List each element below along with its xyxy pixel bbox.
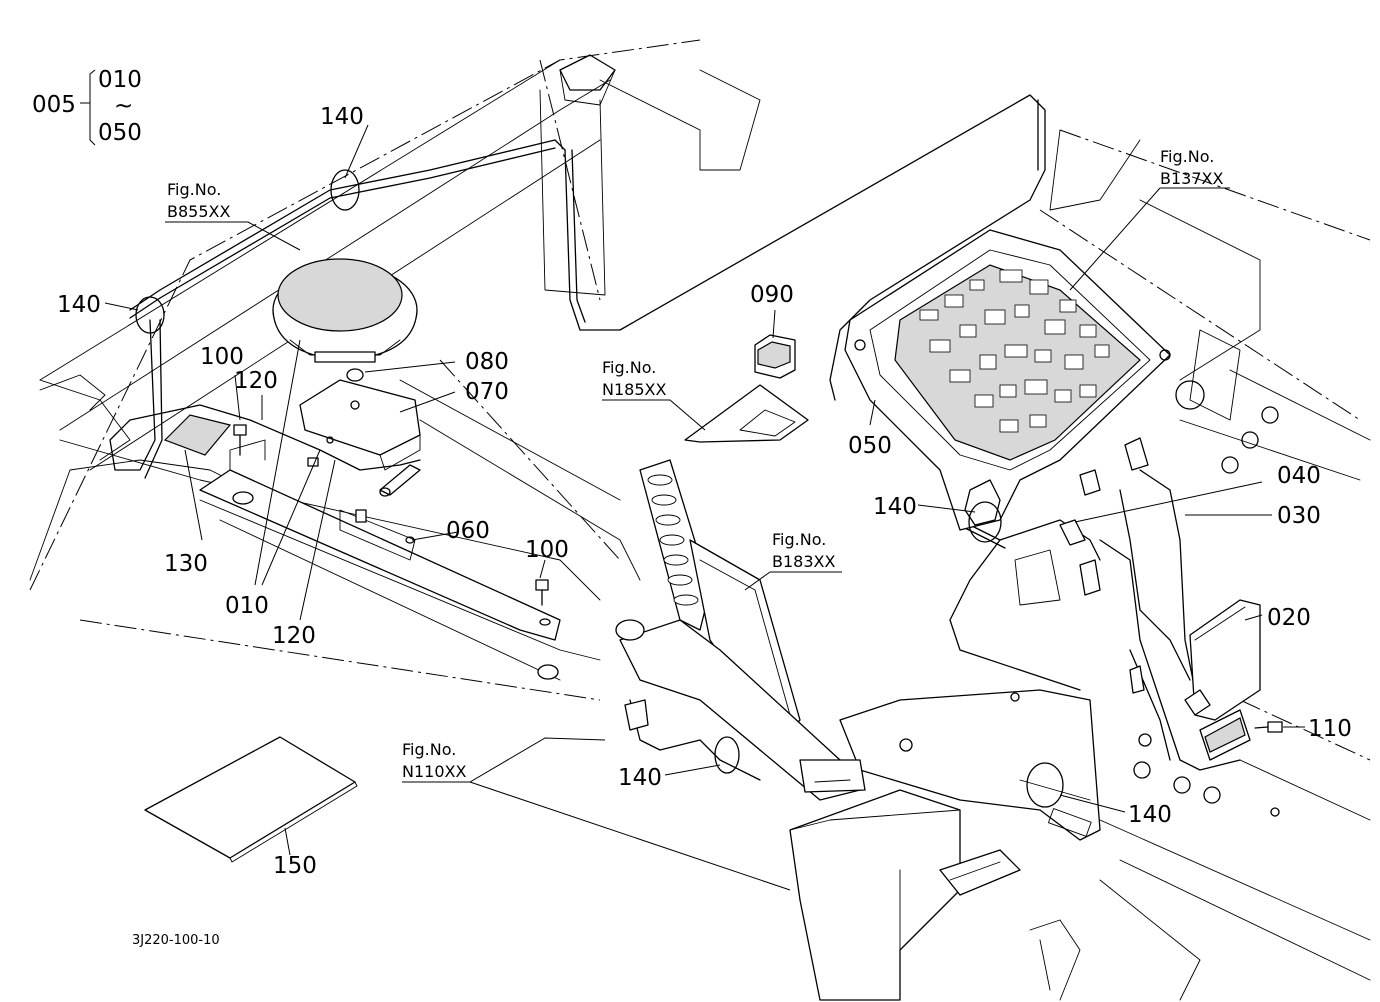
assembly-range: 005 010 ~ 050 (32, 67, 142, 146)
part-020: 020 (1267, 605, 1311, 631)
connectors-040 (964, 437, 1149, 694)
assembly-range-sep: ~ (114, 93, 133, 119)
fig-b137-label: Fig.No. (1160, 147, 1214, 166)
part-040: 040 (1277, 463, 1321, 489)
cable-ties-140 (135, 169, 1064, 808)
fig-n185-code: N185XX (602, 380, 666, 399)
part-140-pedal: 140 (618, 765, 662, 791)
wiring-harness (109, 94, 1241, 781)
part-110: 110 (1308, 716, 1352, 742)
part-120-lower: 120 (272, 623, 316, 649)
part-100-right: 100 (525, 537, 569, 563)
leader-lines (80, 69, 1305, 891)
fig-b137-code: B137XX (1160, 169, 1223, 188)
fig-n110-code: N110XX (402, 762, 466, 781)
bracket-070 (299, 368, 421, 471)
horn-assembly (272, 258, 418, 363)
manual-150 (144, 736, 358, 863)
part-130: 130 (164, 551, 208, 577)
grommets (1133, 380, 1280, 817)
switch-090 (684, 334, 809, 443)
part-070: 070 (465, 379, 509, 405)
pedal-assembly (615, 459, 866, 801)
part-080: 080 (465, 349, 509, 375)
ecu-020 (1184, 599, 1261, 761)
fig-n110-label: Fig.No. (402, 740, 456, 759)
assembly-range-end: 050 (98, 120, 142, 146)
part-100-left: 100 (200, 344, 244, 370)
part-010: 010 (225, 593, 269, 619)
assembly-parent: 005 (32, 92, 76, 118)
fig-n185-label: Fig.No. (602, 358, 656, 377)
drawing-code: 3J220-100-10 (132, 933, 220, 948)
fig-b855-label: Fig.No. (167, 180, 221, 199)
fig-b183-label: Fig.No. (772, 530, 826, 549)
fig-b183-code: B183XX (772, 552, 835, 571)
assembly-range-start: 010 (98, 67, 142, 93)
part-140-top: 140 (320, 104, 364, 130)
part-140-bottom: 140 (1128, 802, 1172, 828)
part-090: 090 (750, 282, 794, 308)
bolts (233, 424, 1283, 733)
part-120-upper: 120 (234, 368, 278, 394)
part-number-labels: 140 140 100 120 130 010 120 080 070 060 … (57, 104, 1352, 879)
label-plate-130 (163, 414, 232, 456)
control-box-050 (844, 229, 1171, 531)
part-140-left: 140 (57, 292, 101, 318)
inline-connector (379, 464, 421, 497)
part-050: 050 (848, 433, 892, 459)
part-060: 060 (446, 518, 490, 544)
part-030: 030 (1277, 503, 1321, 529)
part-150: 150 (273, 853, 317, 879)
figure-references: Fig.No. B855XX Fig.No. B137XX Fig.No. N1… (167, 147, 1223, 781)
bracket-060 (199, 439, 561, 680)
fig-b855-code: B855XX (167, 202, 230, 221)
part-140-right: 140 (873, 494, 917, 520)
